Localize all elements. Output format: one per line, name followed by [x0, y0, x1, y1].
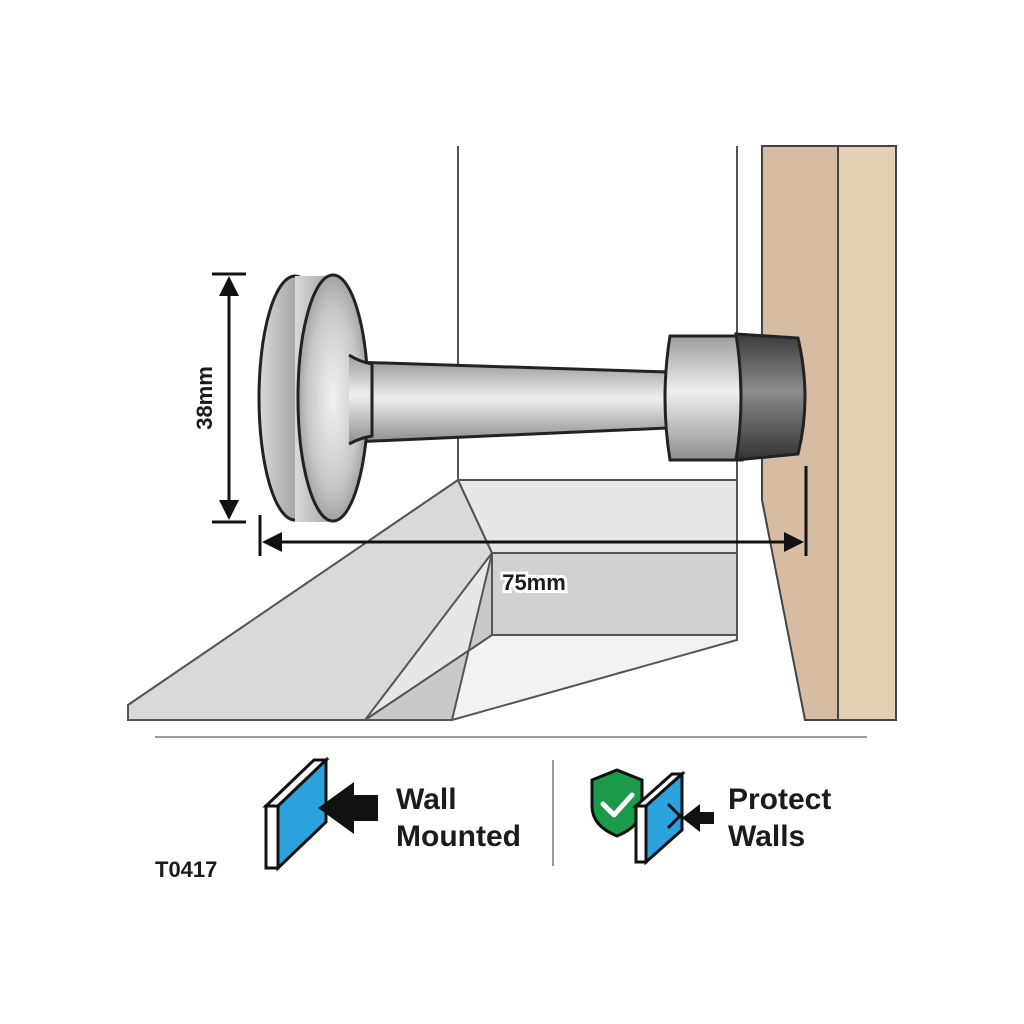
feature-protect-walls-line2: Walls: [728, 820, 805, 853]
feature-wall-mounted-line2: Mounted: [396, 820, 521, 853]
protect-wall-icon: [632, 770, 714, 866]
feature-protect-walls-line1: Protect: [728, 783, 831, 816]
height-label: 38mm: [192, 366, 217, 430]
dimension-height: [212, 272, 246, 524]
door-stop: [257, 273, 807, 523]
feature-wall-mounted-line1: Wall: [396, 783, 457, 816]
wall-mount-icon: [262, 756, 378, 872]
dimension-projection: [258, 466, 808, 556]
product-code: T0417: [155, 857, 217, 882]
projection-label: 75mm: [502, 570, 566, 595]
